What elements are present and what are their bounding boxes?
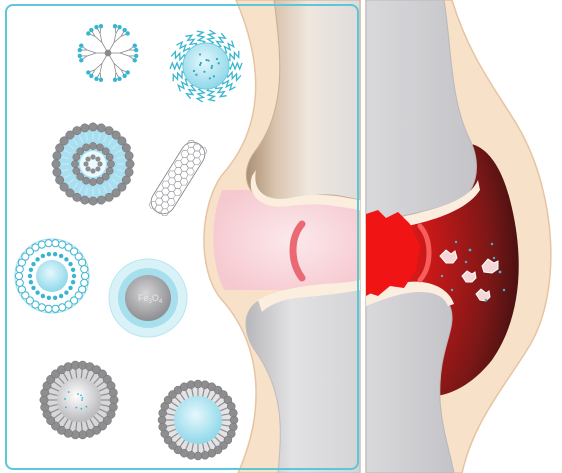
dendrimer-icon <box>78 24 139 82</box>
micelle-core <box>183 43 229 89</box>
solid-lipid-nanoparticle-icon <box>40 361 118 439</box>
iron-oxide-nanoparticle-icon: Fe3O4 <box>109 259 187 337</box>
polymeric-micelle-icon <box>170 30 242 102</box>
nanostructured-lipid-carrier-icon <box>158 380 238 460</box>
carbon-nanotube-icon <box>147 138 210 219</box>
hollow-nanoparticle-icon <box>15 239 89 313</box>
liposome-icon <box>52 123 134 205</box>
inflamed-joint <box>366 0 551 473</box>
